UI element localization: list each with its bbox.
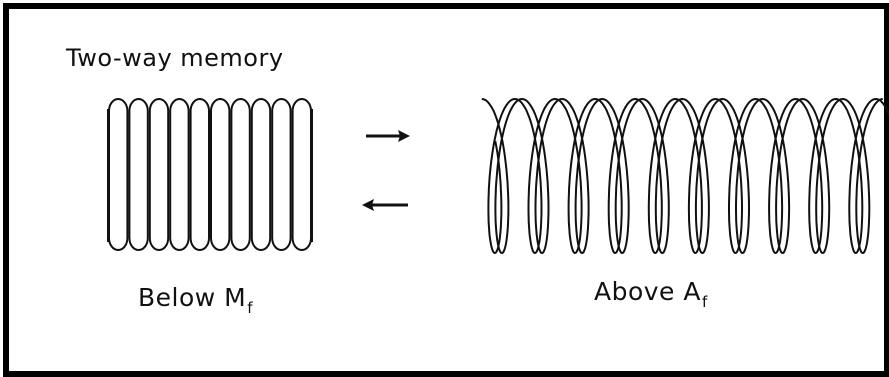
arrow-right bbox=[366, 130, 410, 142]
compressed-coil bbox=[108, 98, 129, 251]
below-mf-label: Below Mf bbox=[138, 283, 253, 317]
compressed-coil bbox=[210, 98, 231, 251]
extended-spring bbox=[481, 97, 889, 255]
compressed-coil bbox=[291, 98, 313, 251]
below-mf-subscript: f bbox=[247, 299, 254, 317]
arrow-left bbox=[362, 199, 408, 211]
below-mf-main: Below M bbox=[138, 283, 247, 312]
compressed-spring bbox=[107, 98, 313, 251]
figure-title: Two-way memory bbox=[66, 44, 284, 72]
compressed-coil bbox=[189, 98, 211, 251]
above-af-subscript: f bbox=[702, 293, 708, 311]
compressed-coil bbox=[271, 98, 292, 251]
compressed-coil bbox=[230, 98, 251, 251]
compressed-coil bbox=[169, 98, 190, 251]
above-af-label: Above Af bbox=[594, 277, 708, 311]
compressed-coil bbox=[250, 98, 272, 251]
above-af-main: Above A bbox=[594, 277, 701, 306]
compressed-coil bbox=[128, 98, 149, 251]
extended-coil-strand bbox=[481, 97, 883, 255]
extended-coil-strand bbox=[487, 97, 889, 255]
compressed-coil bbox=[148, 98, 170, 251]
